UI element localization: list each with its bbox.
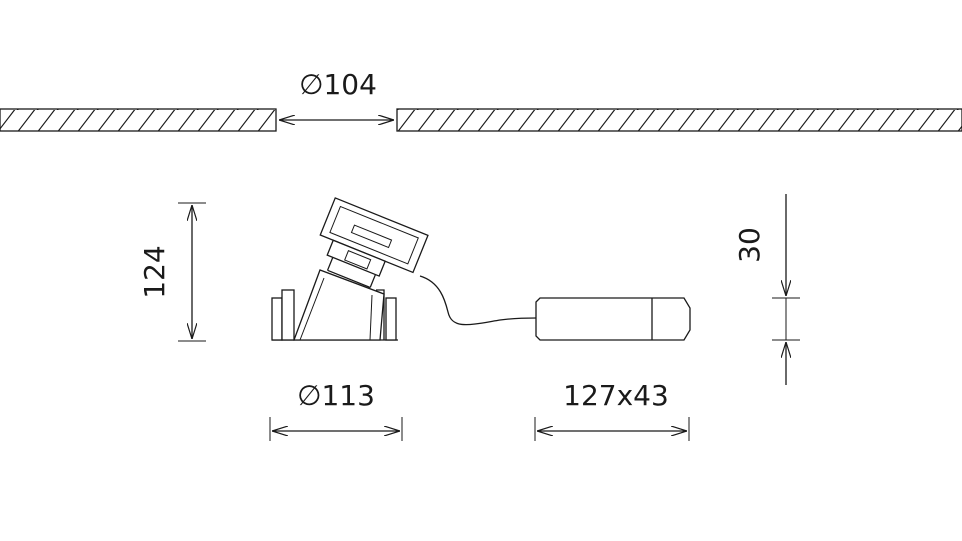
cable [419, 275, 537, 326]
luminaire-housing [271, 269, 398, 341]
ceiling-left [0, 108, 277, 132]
cutout-label: ∅104 [299, 68, 377, 101]
ceiling-right [396, 108, 962, 132]
driver-size-label: 127x43 [563, 379, 669, 412]
height-label: 124 [138, 245, 171, 298]
height-dimension [178, 202, 206, 342]
driver-box [535, 297, 691, 341]
driver-height-label: 30 [733, 227, 766, 263]
driver-height-dimension [772, 194, 800, 385]
driver-size-dimension [534, 417, 690, 441]
lamp-head [319, 197, 429, 289]
diameter-label: ∅113 [297, 379, 375, 412]
diameter-dimension [269, 417, 403, 441]
